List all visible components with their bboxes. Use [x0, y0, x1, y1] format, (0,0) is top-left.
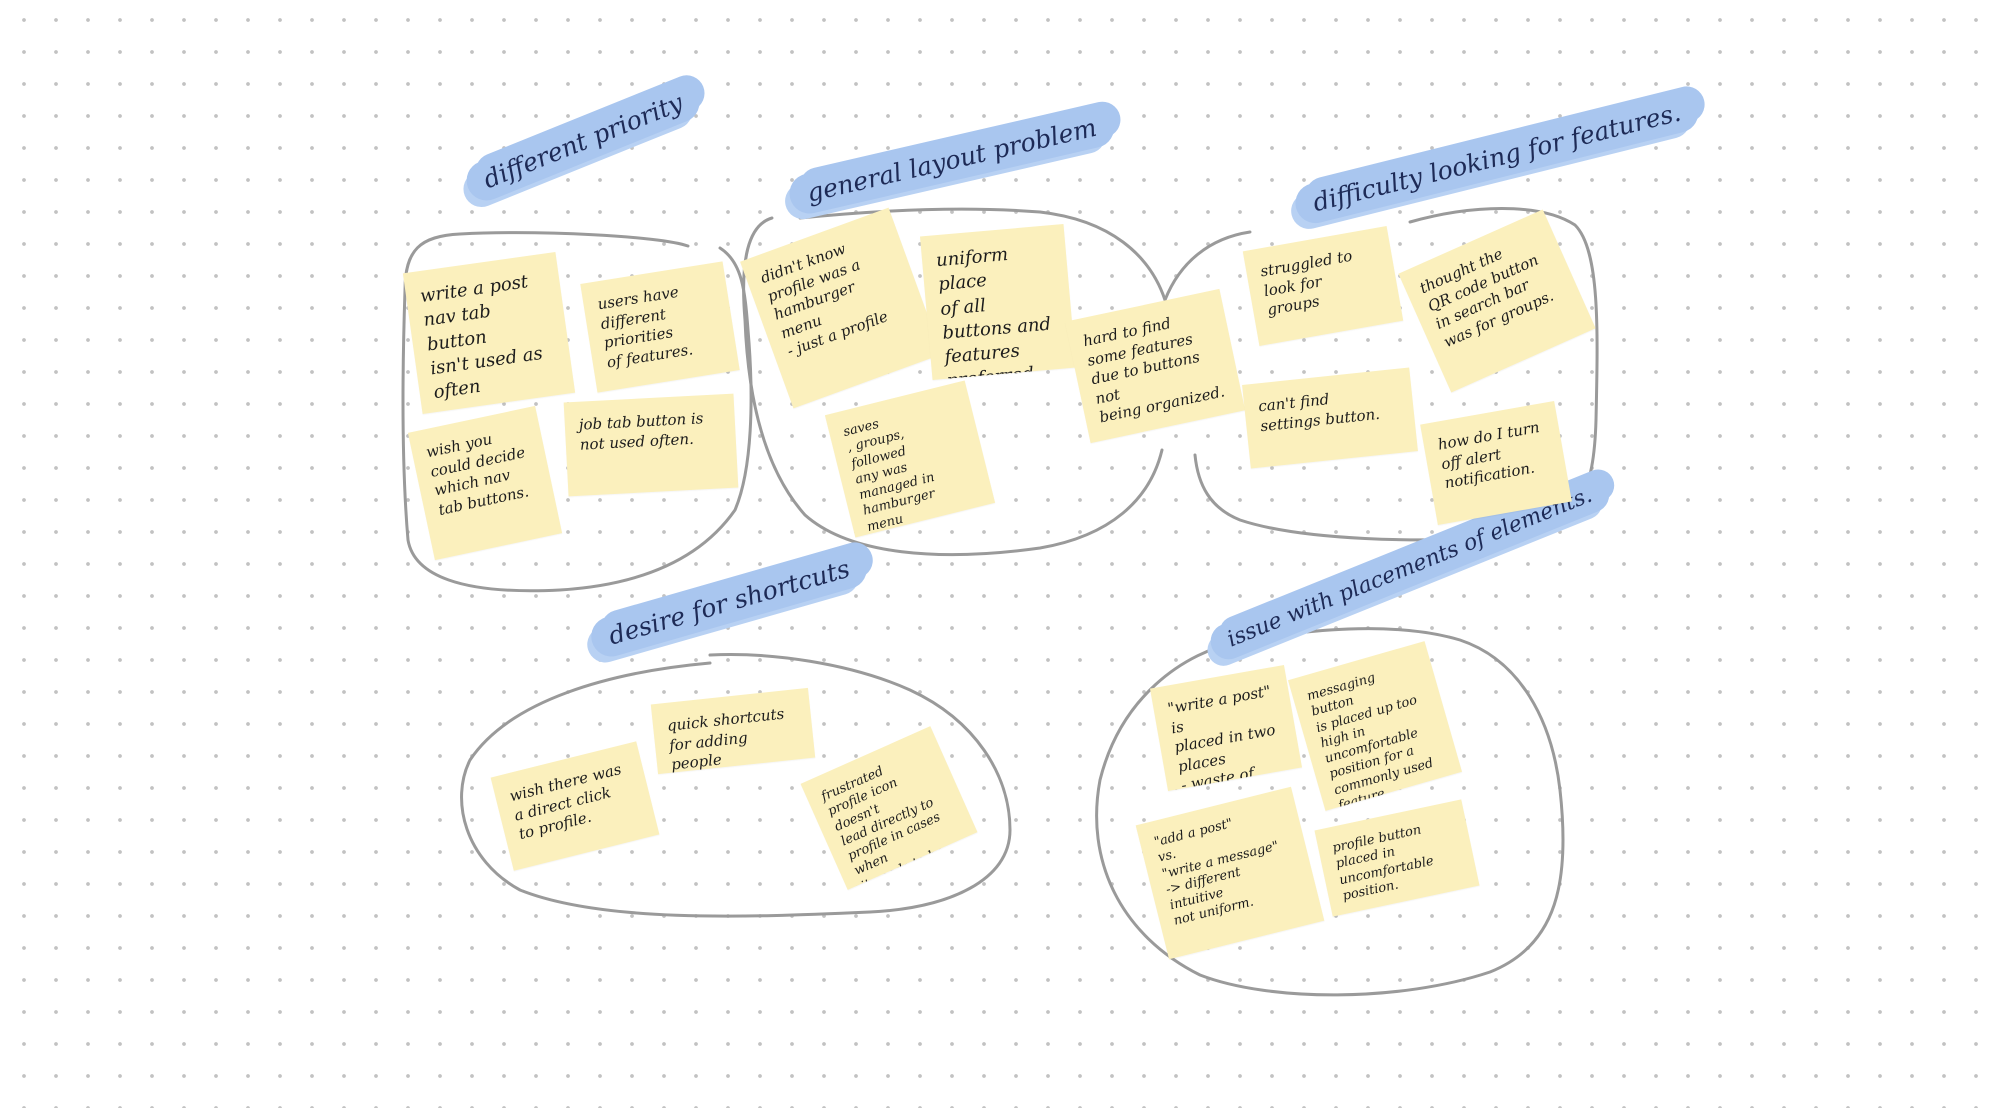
sticky-note: wish you could decide which nav tab butt… [407, 405, 563, 561]
sticky-note: users have different priorities of featu… [580, 261, 740, 393]
sticky-note: struggled to look for groups [1242, 226, 1404, 346]
sticky-note: hard to find some features due to button… [1064, 288, 1246, 444]
cluster-label: desire for shortcuts [586, 544, 872, 661]
sticky-note: "write a post" is placed in two places -… [1150, 664, 1302, 792]
sticky-note: wish there was a direct click to profile… [490, 741, 660, 871]
sticky-note: profile button placed in uncomfortable p… [1314, 799, 1480, 917]
sticky-note: "add a post" vs. "write a message" -> di… [1135, 786, 1325, 960]
sticky-note: quick shortcuts for adding people [650, 687, 816, 775]
sticky-note: saves , groups, followed any was managed… [824, 380, 996, 538]
sticky-note: frustrated profile icon doesn't lead dir… [800, 726, 978, 890]
sticky-note: can't find settings button. [1242, 367, 1418, 469]
cluster-label: difficulty looking for features. [1291, 88, 1703, 227]
sticky-note: uniform place of all buttons and feature… [919, 223, 1077, 381]
sticky-note: messaging button is placed up too high i… [1288, 641, 1462, 811]
sticky-note: write a post nav tab button isn't used a… [402, 251, 576, 415]
sticky-note: didn't know profile was a hamburger menu… [740, 207, 942, 409]
sticky-note: thought the QR code button in search bar… [1398, 209, 1596, 393]
cluster-label: general layout problem [785, 103, 1119, 217]
sticky-note: job tab button is not used often. [563, 393, 739, 497]
cluster-label: different priority [460, 76, 706, 207]
